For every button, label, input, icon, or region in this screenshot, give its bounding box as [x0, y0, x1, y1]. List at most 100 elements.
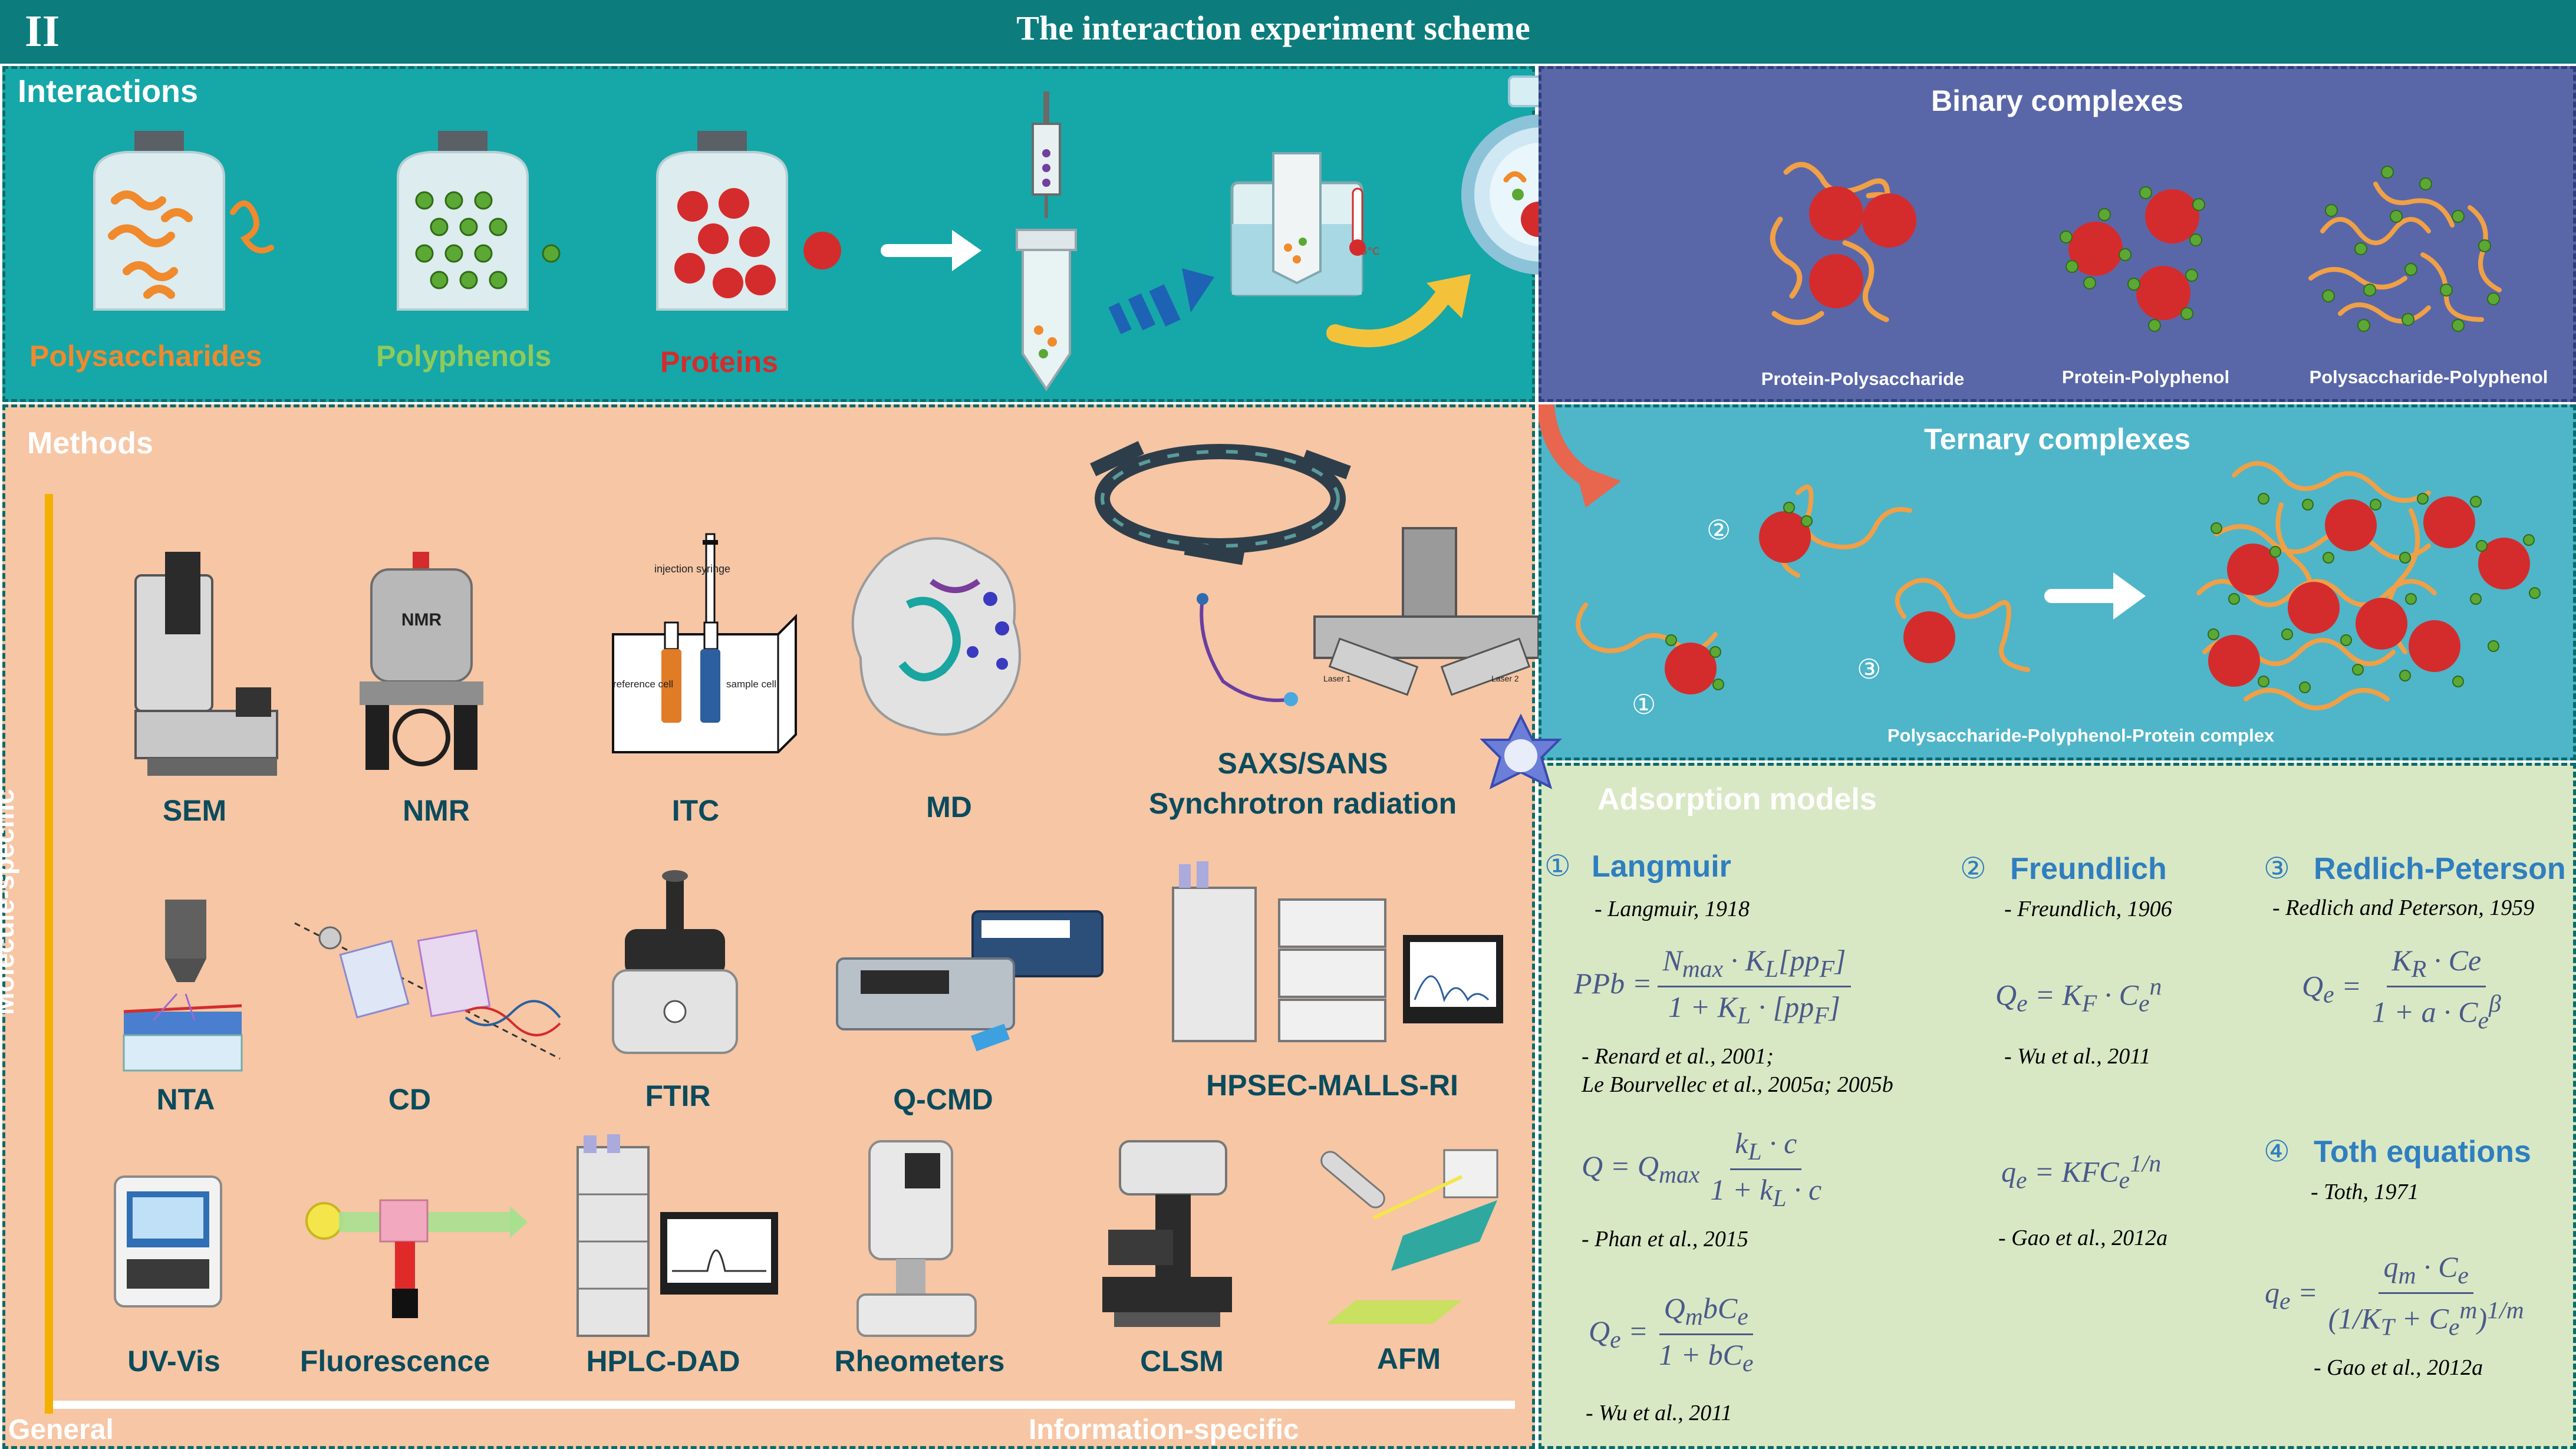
polyphenols-label: Polyphenols [376, 340, 552, 373]
thermometer-label: 25°C [1355, 246, 1379, 258]
toth-name: Toth equations [2314, 1135, 2531, 1169]
freundlich-name: Freundlich [2010, 852, 2167, 886]
synchrotron-ring-icon [1090, 441, 1351, 706]
ternary-complexes-title: Ternary complexes [1923, 423, 2191, 456]
langmuir-ref-1: - Langmuir, 1918 [1595, 897, 1750, 921]
method-label-synchrotron: Synchrotron radiation [1148, 787, 1457, 820]
cd-instrument-icon [294, 922, 561, 1060]
syringe-tube-icon [1016, 91, 1077, 391]
method-label-itc: ITC [671, 794, 720, 827]
method-label-sem: SEM [162, 794, 227, 827]
polysaccharides-label: Polysaccharides [29, 340, 262, 373]
hpsec-instrument-icon [1172, 861, 1503, 1042]
magnifier-icon [1461, 75, 1539, 275]
blue-arrow-icon [1108, 268, 1214, 334]
protein-polyphenol-complex-icon [2060, 186, 2205, 332]
polysaccharide-polyphenol-complex-icon [2308, 166, 2502, 332]
freundlich-ref-3: - Gao et al., 2012a [1998, 1226, 2168, 1250]
method-label-saxs-sans: SAXS/SANS [1217, 747, 1388, 780]
methods-title: Methods [27, 426, 153, 460]
langmuir-number: ① [1544, 849, 1571, 883]
star-decoration-icon [1480, 713, 1562, 789]
itc-syringe-text: injection syringe [654, 563, 730, 575]
ternary-number-1: ① [1632, 689, 1656, 720]
langmuir-name: Langmuir [1592, 849, 1731, 884]
toth-ref-1: - Toth, 1971 [2311, 1180, 2419, 1204]
binary-label-protein-polyphenol: Protein-Polyphenol [2061, 367, 2230, 387]
langmuir-ref-2: - Renard et al., 2001; [1582, 1044, 1774, 1069]
ternary-number-3: ③ [1857, 653, 1882, 685]
ternary-number-2: ② [1707, 514, 1731, 546]
protein-polysaccharide-complex-icon [1770, 162, 1916, 325]
freundlich-ref-1: - Freundlich, 1906 [2004, 897, 2172, 921]
method-label-md: MD [926, 791, 972, 824]
langmuir-ref-5: - Wu et al., 2011 [1586, 1401, 1732, 1425]
ternary-complex-icon [2196, 461, 2541, 710]
nmr-instrument-icon: NMR [360, 552, 483, 770]
laser1-text: Laser 1 [1323, 674, 1351, 683]
itc-reference-text: reference cell [613, 679, 673, 690]
langmuir-ref-3: Le Bourvellec et al., 2005a; 2005b [1582, 1072, 1893, 1097]
information-specific-axis [53, 1401, 1515, 1409]
molecule-specific-axis [45, 494, 53, 1414]
polysaccharide-chain-icon [230, 200, 274, 253]
yellow-curve-arrow-icon [1326, 286, 1453, 348]
axis-label-general: General [8, 1414, 114, 1445]
afm-instrument-icon [1320, 1149, 1498, 1324]
binary-complexes-illustration [1770, 162, 2502, 332]
proteins-label: Proteins [660, 345, 779, 378]
hplc-instrument-icon [577, 1134, 778, 1337]
freundlich-ref-2: - Wu et al., 2011 [2004, 1044, 2151, 1069]
method-label-nta: NTA [156, 1083, 215, 1116]
axis-label-information-specific: Information-specific [1029, 1414, 1299, 1445]
langmuir-equation-1: PPb =Nmax · KL[ppF]1 + KL · [ppF] [1574, 943, 1857, 1030]
qcmd-instrument-icon [836, 910, 1103, 1052]
interactions-illustration: 25°C [93, 75, 1539, 391]
redlich-number: ③ [2264, 851, 2290, 885]
protein-molecule-icon [803, 232, 841, 269]
ternary-pathway-1-icon [1576, 602, 1724, 694]
adsorption-models-title: Adsorption models [1597, 782, 1877, 816]
method-label-cd: CD [388, 1083, 431, 1116]
clsm-instrument-icon [1102, 1140, 1232, 1327]
fluorescence-instrument-icon [305, 1199, 528, 1318]
ternary-complexes-illustration [1539, 404, 2541, 710]
method-label-fluorescence: Fluorescence [299, 1345, 490, 1378]
page-title: The interaction experiment scheme [1016, 9, 1530, 47]
laser2-text: Laser 2 [1491, 674, 1519, 683]
redlich-name: Redlich-Peterson [2314, 852, 2566, 886]
header-bar [0, 0, 2576, 64]
uv-vis-instrument-icon [114, 1175, 222, 1308]
method-label-afm: AFM [1376, 1342, 1441, 1375]
ternary-pathway-3-icon [1895, 578, 2030, 672]
method-label-ftir: FTIR [645, 1079, 711, 1112]
toth-equation: qe =qm · Ce(1/KT + Cem)1/m [2265, 1250, 2524, 1341]
section-numeral: II [25, 6, 60, 56]
method-label-nmr: NMR [403, 794, 470, 827]
method-label-clsm: CLSM [1140, 1345, 1224, 1378]
toth-ref-2: - Gao et al., 2012a [2314, 1355, 2483, 1380]
protein-bottle-icon [656, 131, 788, 311]
freundlich-equation-2: qe = KFCe1/n [2001, 1150, 2162, 1194]
water-bath-icon: 25°C [1230, 152, 1379, 297]
itc-sample-text: sample cell [726, 679, 776, 690]
polyphenol-molecule-icon [542, 244, 561, 263]
nmr-text: NMR [401, 610, 442, 630]
polyphenol-bottle-icon [397, 131, 529, 311]
binary-complexes-title: Binary complexes [1931, 84, 2183, 117]
method-label-qcmd: Q-CMD [893, 1083, 993, 1116]
sem-instrument-icon [134, 552, 278, 776]
freundlich-number: ② [1960, 851, 1987, 885]
interactions-title: Interactions [18, 74, 199, 109]
saxs-laser-setup-icon: Laser 1 Laser 2 [1313, 527, 1539, 696]
freundlich-equation-1: Qe = KF · Cen [1995, 973, 2162, 1017]
binary-complexes-panel [1539, 66, 2576, 402]
method-label-hplc-dad: HPLC-DAD [586, 1345, 740, 1378]
itc-instrument-icon: injection syringe reference cell sample … [612, 533, 797, 753]
binary-label-polysaccharide-polyphenol: Polysaccharide-Polyphenol [2309, 367, 2548, 387]
redlich-ref-1: - Redlich and Peterson, 1959 [2272, 895, 2535, 920]
method-label-hpsec: HPSEC-MALLS-RI [1206, 1069, 1458, 1102]
method-label-uv-vis: UV-Vis [127, 1345, 220, 1378]
